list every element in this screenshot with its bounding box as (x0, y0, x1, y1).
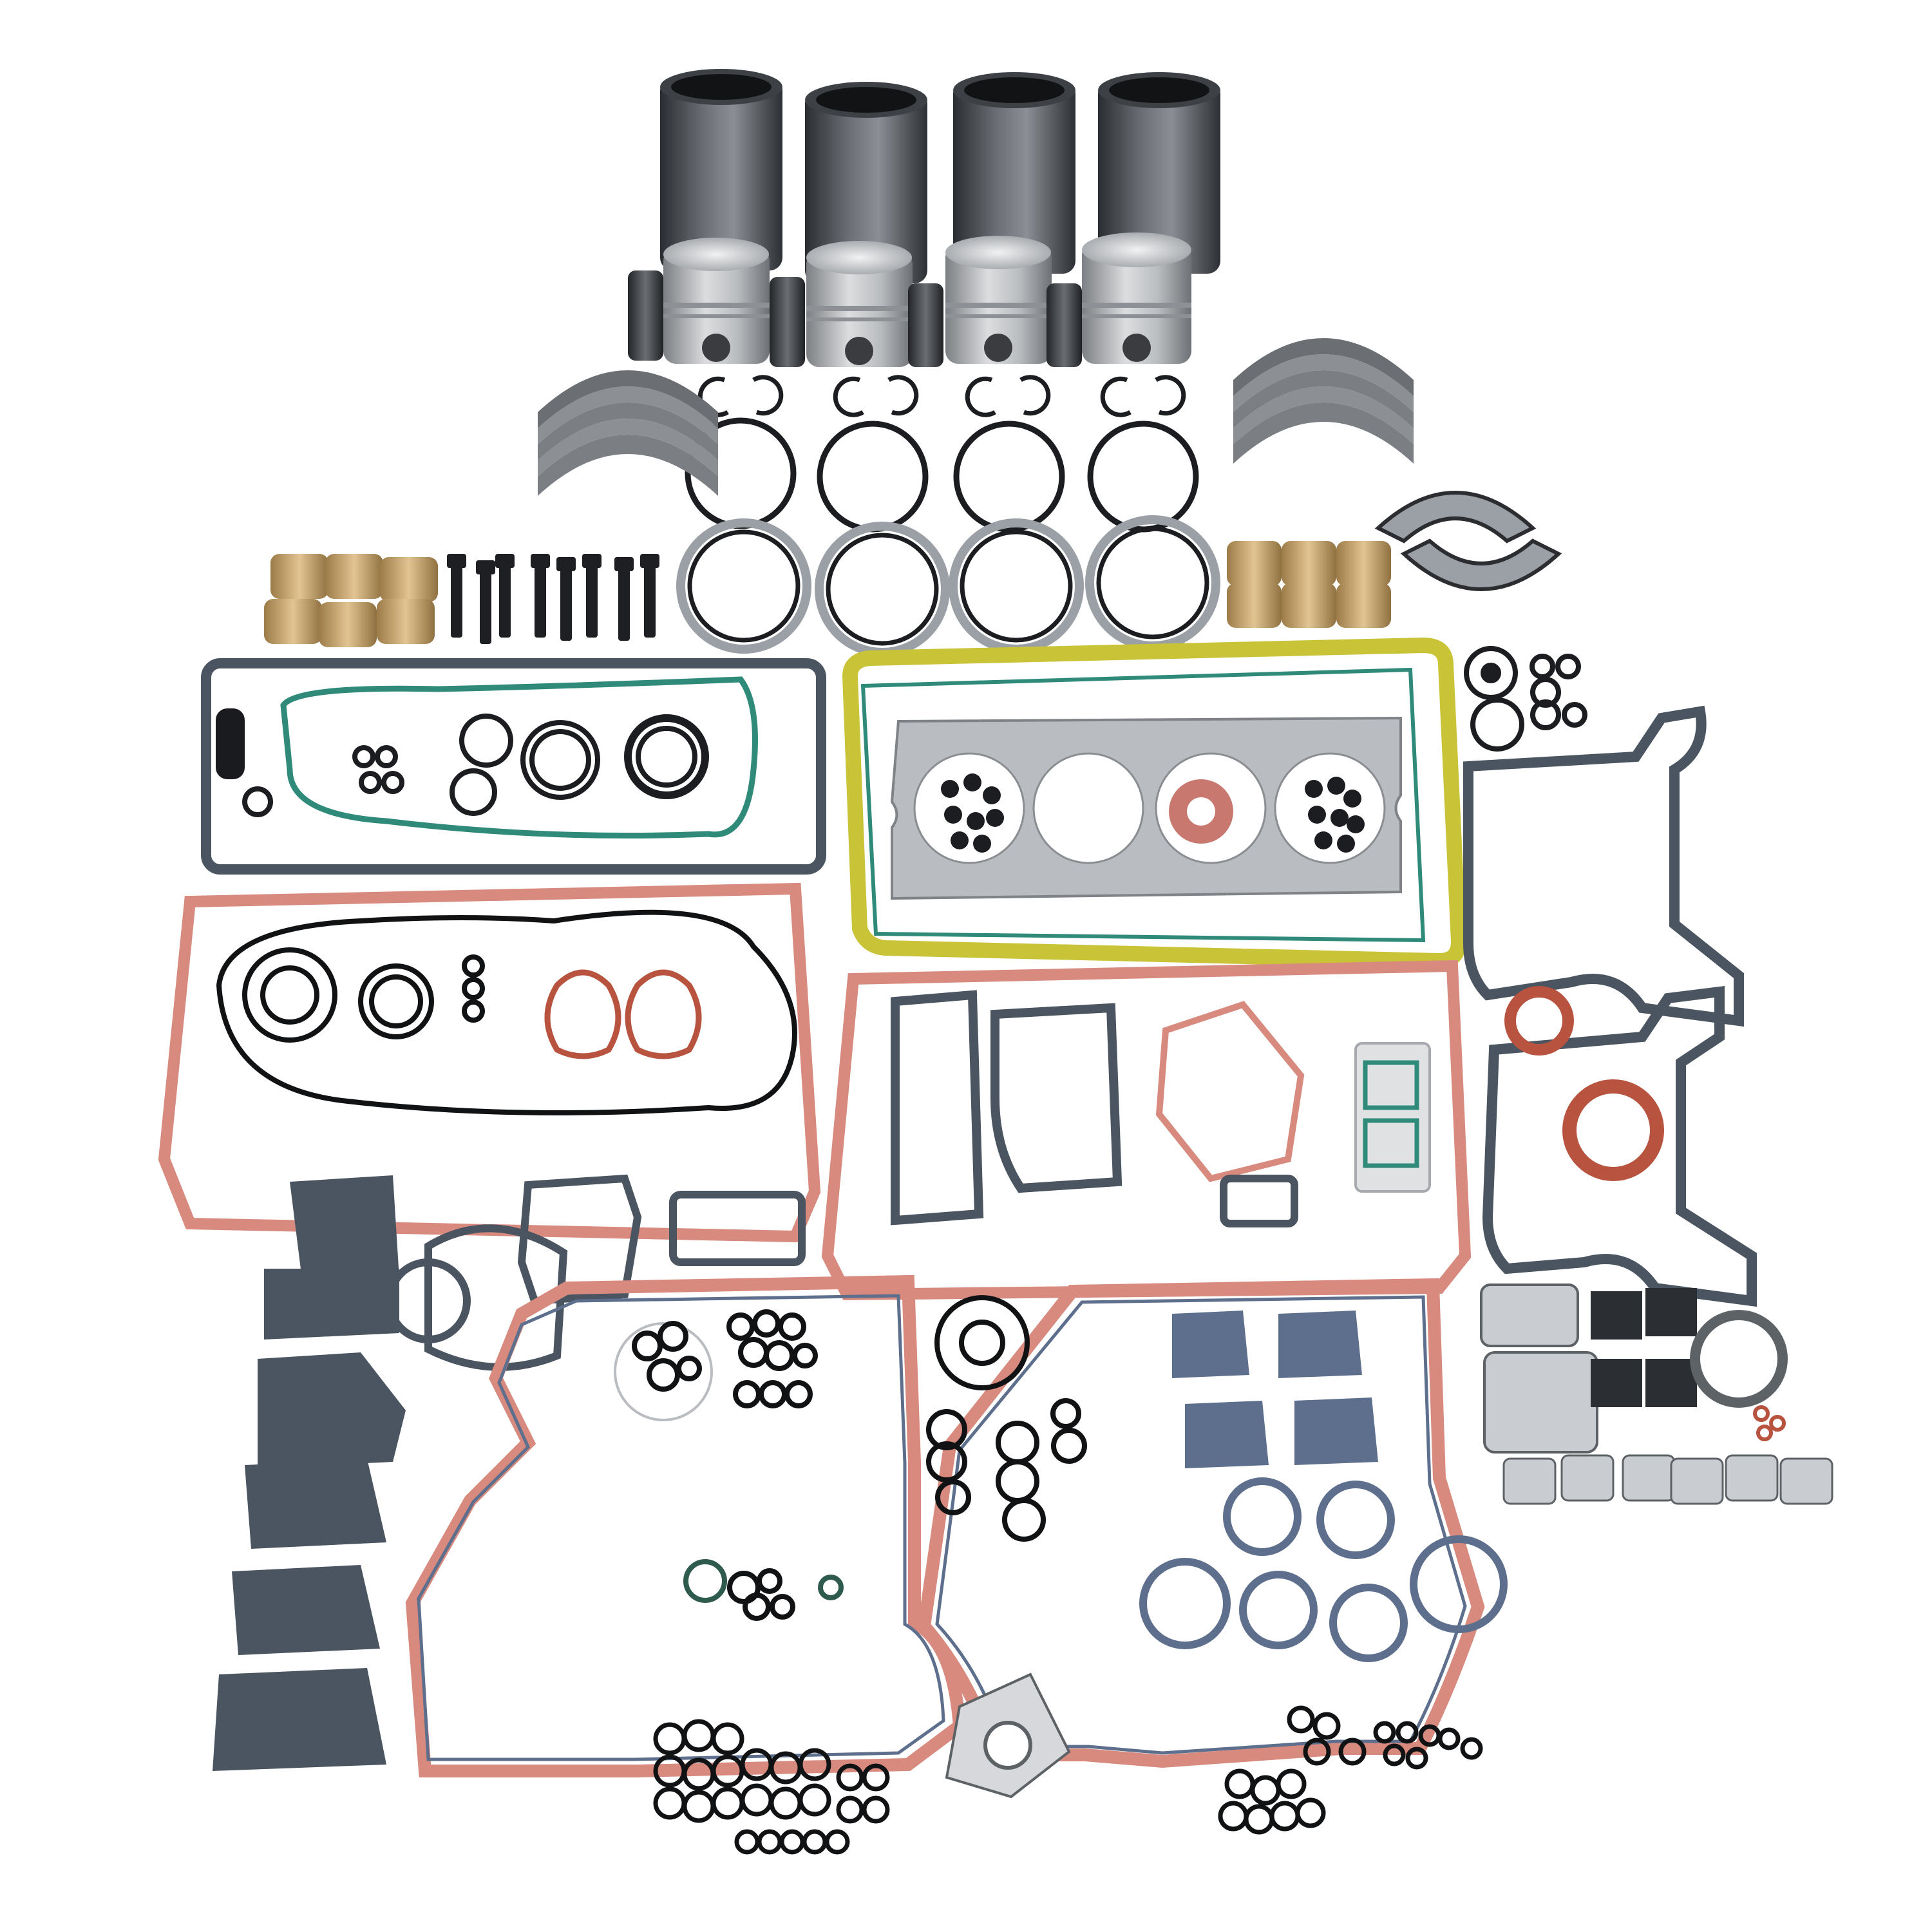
cylinder-liner (805, 82, 927, 283)
lower-crankcase-gasket (158, 882, 821, 1243)
flange-gasket (945, 1672, 1071, 1799)
valve-cover-gasket (842, 637, 1467, 969)
seal-set-center (926, 1295, 1087, 1542)
o-ring-cluster-bottom-right (1218, 1705, 1483, 1835)
washers (1753, 1405, 1786, 1441)
intake-gaskets (1172, 1311, 1378, 1468)
exhaust-gaskets (1480, 1283, 1833, 1505)
o-ring-cluster-bottom-left (653, 1719, 890, 1855)
seal-rings-right (1139, 1477, 1508, 1662)
bushings-left (264, 554, 438, 647)
cylinder-head-gasket (890, 716, 1402, 900)
timing-cover-gasket-right (917, 1278, 1485, 1768)
piston-assembly (1046, 232, 1191, 367)
bushings-right (1227, 541, 1391, 628)
cylinder-liner (953, 72, 1075, 274)
small-gaskets-middle (386, 1174, 806, 1371)
left-gasket-column (213, 1175, 406, 1771)
oil-pan-gasket (201, 658, 826, 875)
main-bearing-stack-right (1233, 338, 1414, 464)
main-bearing-stack-left (538, 370, 718, 496)
sump-gasket-center (821, 960, 1472, 1301)
piston-assembly (908, 236, 1052, 367)
piston-rings (676, 375, 1220, 657)
head-bolts (447, 554, 659, 644)
thrust-bearing-halves (1374, 491, 1562, 591)
piston-assembly (628, 238, 770, 364)
timing-cover-gasket-left (405, 1274, 967, 1777)
front-cover-gasket-upper (1463, 705, 1744, 1027)
front-cover-gasket-lower (1482, 985, 1757, 1307)
cylinder-liner (1098, 72, 1220, 274)
cylinder-liners (660, 69, 1220, 283)
small-seals-upper-right (1464, 646, 1587, 752)
cylinder-liner (660, 69, 782, 270)
piston-assembly (770, 241, 913, 367)
pistons (628, 232, 1191, 367)
seal-set-lower-left (614, 1309, 844, 1621)
